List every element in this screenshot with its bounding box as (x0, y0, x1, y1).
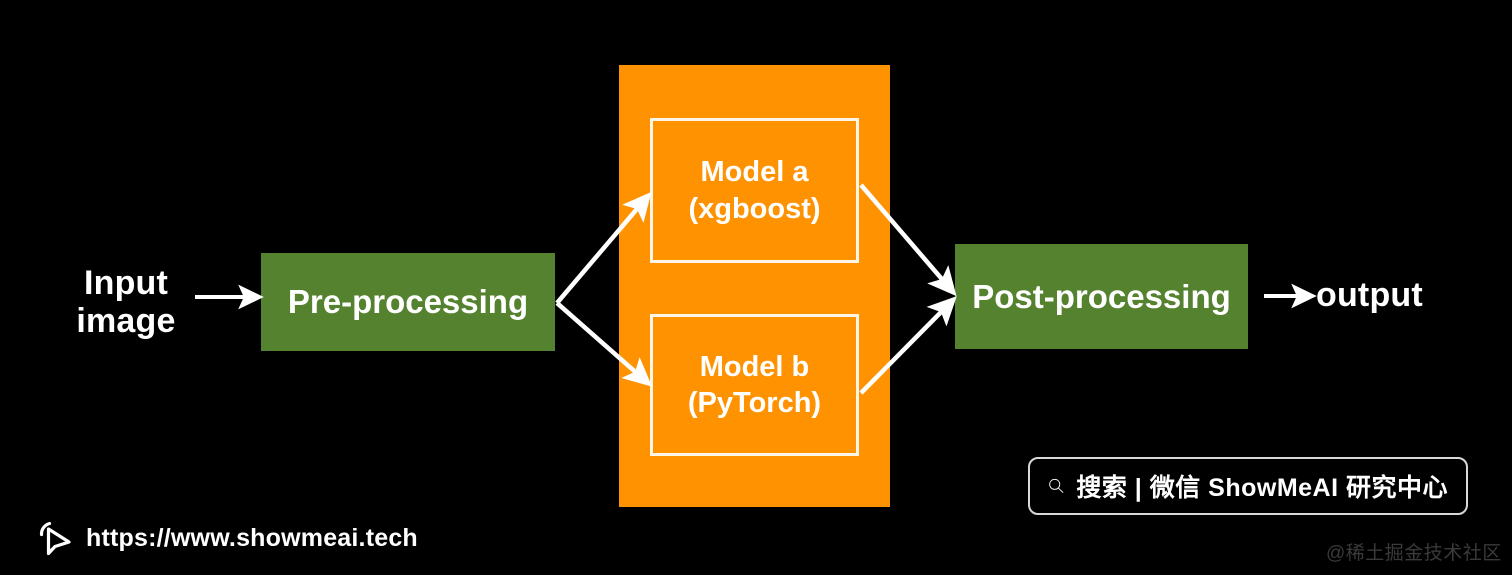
cursor-pointer-icon (39, 521, 71, 556)
output-label: output (1316, 275, 1423, 314)
model-group-container: Model a (xgboost) Model b (PyTorch) (619, 65, 890, 507)
pre-processing-box: Pre-processing (261, 253, 555, 351)
url-watermark: https://www.showmeai.tech (36, 512, 418, 564)
input-image-label: Input image (76, 263, 176, 340)
search-badge[interactable]: 搜索 | 微信 ShowMeAI 研究中心 (1028, 457, 1468, 515)
search-badge-text: 搜索 | 微信 ShowMeAI 研究中心 (1076, 474, 1448, 502)
model-b-box: Model b (PyTorch) (650, 314, 859, 456)
corner-credit: @稀土掘金技术社区 (1326, 543, 1502, 564)
magnifier-icon (1049, 478, 1064, 493)
url-text: https://www.showmeai.tech (86, 523, 418, 552)
post-processing-box: Post-processing (955, 244, 1248, 349)
model-a-box: Model a (xgboost) (650, 118, 859, 263)
